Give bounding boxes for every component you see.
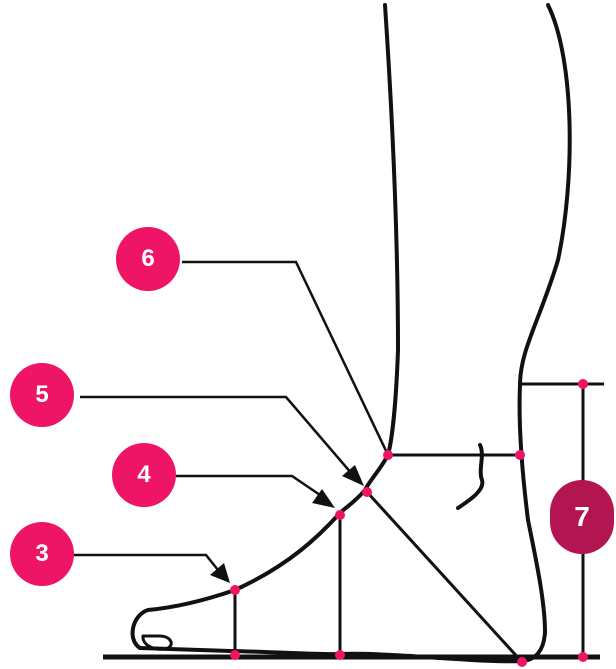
point-ankle-front [383,450,393,460]
point-toe-ground [230,650,240,660]
arrowhead-5 [342,465,364,486]
point-arch-ground [335,650,345,660]
marker-badge-6: 6 [116,227,180,291]
leader-line-5 [80,395,353,475]
leader-lines [74,260,390,571]
point-height-top [578,379,588,389]
point-instep [362,487,372,497]
arrowhead-3 [210,563,230,583]
leader-line-3 [74,553,219,571]
point-arch [335,510,345,520]
marker-badge-5: 5 [10,363,74,427]
leader-line-6 [182,260,390,456]
foot-outline [130,3,572,664]
point-ankle-back [515,450,525,460]
diagonal-line-5 [365,490,524,664]
marker-badge-7: 7 [550,480,614,554]
point-height-bottom [578,652,588,662]
arrowheads [210,465,364,583]
point-toe-base [230,585,240,595]
arrowhead-4 [312,489,335,508]
point-heel [517,657,527,667]
marker-badge-4: 4 [112,443,176,507]
leader-line-4 [176,474,321,497]
measurement-points [230,379,588,667]
measurement-lines [233,382,604,664]
marker-badge-3: 3 [10,522,74,586]
